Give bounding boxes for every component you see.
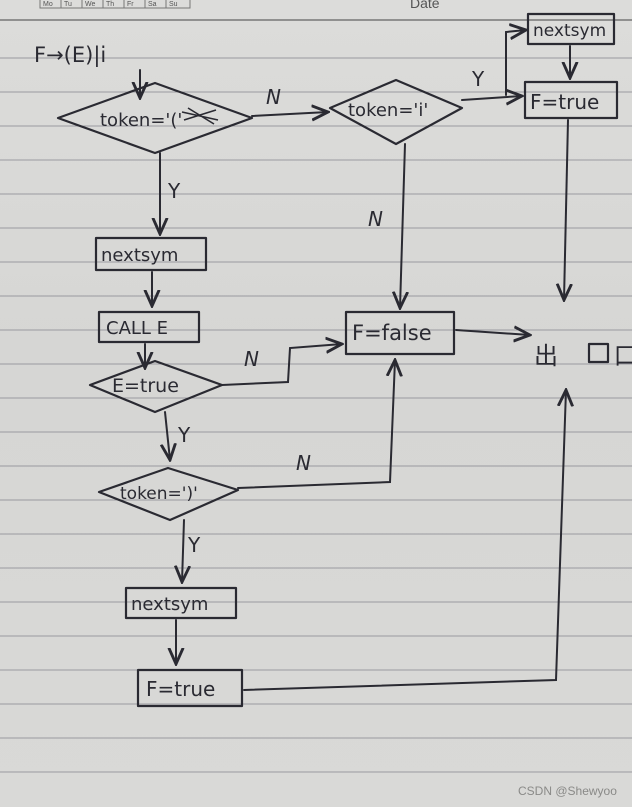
watermark: CSDN @Shewyoo (518, 784, 617, 798)
arrow-f-true-top-down (564, 119, 568, 300)
label-yes-e-true: Y (177, 423, 191, 447)
process-f-false-shape (344, 310, 456, 356)
weekday-th: Th (106, 1, 114, 8)
arrow-e-true-yes (165, 411, 170, 460)
arrow-token-close-no (237, 360, 395, 489)
label-no-e-true: N (244, 347, 259, 371)
weekday-su: Su (169, 1, 178, 8)
process-call-e-shape (97, 310, 201, 344)
weekday-sa: Sa (148, 1, 157, 8)
process-f-true-top-shape (523, 80, 619, 120)
exit-box-shape (587, 342, 610, 364)
process-nextsym-1-shape (94, 236, 208, 272)
label-e-true: E=true (112, 375, 179, 397)
arrow-f-false-to-exit (455, 330, 530, 335)
label-nextsym-2: nextsym (131, 594, 208, 615)
weekday-we: We (85, 1, 95, 8)
label-f-true-top: F=true (530, 90, 599, 114)
arrow-token-i-no (400, 143, 405, 308)
decision-token-i-shape (328, 78, 464, 146)
label-token-close: token=')' (120, 484, 198, 504)
label-no-token-close: N (296, 451, 311, 475)
flow-labels: token='(' token='i' nextsym F=true nexts… (100, 21, 632, 701)
arrow-to-nextsym-top (505, 30, 526, 96)
label-call-e: CALL E (106, 318, 168, 339)
arrow-token-close-yes (182, 519, 184, 582)
weekday-tu: Tu (64, 1, 72, 8)
label-no-token-paren: N (266, 85, 281, 109)
label-nextsym-top: nextsym (533, 21, 606, 41)
label-f-false: F=false (352, 321, 432, 345)
label-exit: 出 口 (534, 342, 632, 370)
arrow-e-true-no (221, 344, 342, 386)
arrow-f-true-bottom-to-exit (243, 390, 566, 691)
label-yes-token-paren: Y (167, 179, 181, 203)
production-title: F→(E)|i (34, 43, 106, 68)
decision-token-paren-shape (56, 81, 254, 155)
arrow-token-paren-no (251, 112, 328, 116)
weekday-fr: Fr (127, 1, 134, 8)
ruled-lines (0, 19, 632, 773)
date-label: Date (410, 0, 440, 11)
label-nextsym-1: nextsym (101, 245, 178, 266)
arrow-token-i-yes (461, 96, 522, 100)
branch-labels: N Y N Y N Y N Y (167, 67, 485, 557)
label-f-true-bottom: F=true (146, 677, 215, 701)
label-token-paren: token='(' (100, 110, 182, 131)
decision-token-close-shape (97, 466, 240, 522)
crossed-out-scribble (181, 107, 219, 125)
label-yes-token-i: Y (471, 67, 485, 91)
weekday-header: Mo Tu We Th Fr Sa Su Date (39, 0, 440, 11)
label-yes-token-close: Y (187, 533, 201, 557)
label-token-i: token='i' (348, 100, 428, 121)
weekday-mo: Mo (43, 1, 53, 8)
flow-connectors (140, 30, 570, 691)
process-f-true-bottom-shape (136, 668, 244, 708)
process-nextsym-2-shape (124, 586, 238, 620)
label-no-token-i: N (368, 207, 383, 231)
